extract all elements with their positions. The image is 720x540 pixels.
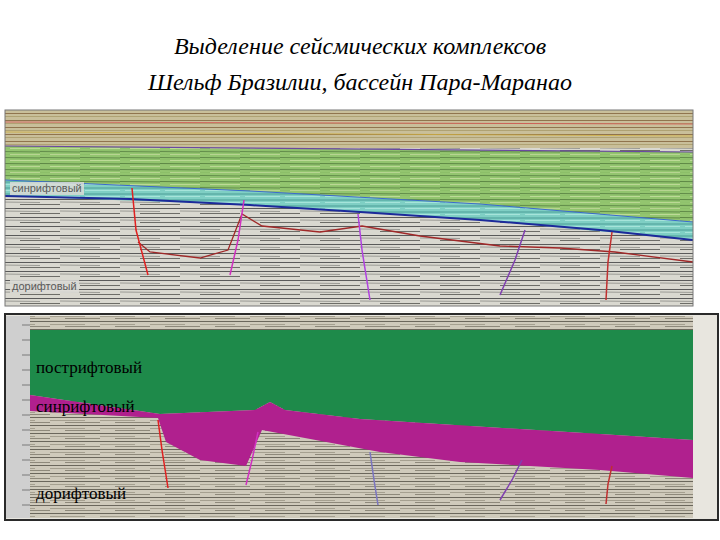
faint-layer-label: дорифтовый xyxy=(10,280,79,293)
complex-label: дорифтовый xyxy=(36,484,126,504)
slide-title: Выделение сейсмических комплексов Шельф … xyxy=(143,28,577,100)
complex-label: пострифтовый xyxy=(36,358,142,378)
faint-layer-label: синрифтовый xyxy=(10,182,84,195)
complex-label: синрифтовый xyxy=(36,397,135,417)
